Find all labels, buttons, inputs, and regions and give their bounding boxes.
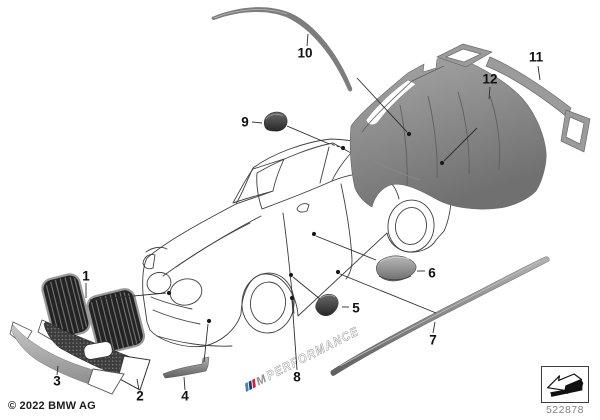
car-b-pillar-line — [319, 146, 330, 184]
mount-point-dots — [166, 131, 445, 324]
part-9-cover-cap[interactable] — [264, 111, 288, 132]
callout-6[interactable]: 6 — [428, 265, 436, 281]
decal-performance-text: PERFORMANCE — [264, 324, 361, 383]
part-6-mirror-cap[interactable] — [376, 255, 417, 282]
callout-7[interactable]: 7 — [429, 332, 437, 348]
car-door-shutline-rear — [340, 183, 353, 280]
part-3-front-splitter[interactable] — [9, 321, 125, 395]
car-headlight-upper — [145, 246, 168, 253]
car-mirror-stub — [296, 203, 310, 213]
callout-2[interactable]: 2 — [136, 388, 144, 404]
car-cowl-line — [235, 190, 274, 205]
callout-1[interactable]: 1 — [82, 268, 90, 284]
part-5-side-gill[interactable] — [315, 294, 339, 317]
part-7-side-skirt-blade[interactable] — [330, 256, 550, 376]
callout-4[interactable]: 4 — [181, 388, 189, 404]
direction-arrow-icon — [547, 373, 584, 397]
car-bumper-lip-line — [156, 335, 233, 347]
car-door-shutline-front — [282, 212, 295, 314]
callout-12[interactable]: 12 — [482, 71, 498, 87]
m-stripe-blue — [245, 382, 249, 392]
car-bumper-line-1 — [150, 296, 193, 310]
part-1-kidney-grille[interactable] — [40, 272, 146, 355]
part-2-lower-mesh-grille[interactable] — [37, 319, 151, 391]
car-windshield — [232, 158, 285, 204]
leader-lines — [56, 33, 541, 391]
callout-11[interactable]: 11 — [528, 49, 544, 65]
diagram-thumbnail-button[interactable] — [541, 366, 589, 403]
callout-10[interactable]: 10 — [297, 45, 313, 61]
part-10-rear-spoiler-lip[interactable] — [211, 7, 353, 92]
car-rear-wheel — [387, 199, 435, 253]
diagram-number: 522878 — [545, 404, 585, 416]
callout-5[interactable]: 5 — [352, 300, 360, 316]
car-bumper-line-2 — [152, 309, 201, 325]
part-11-rear-trim-strip[interactable] — [436, 43, 591, 153]
callout-3[interactable]: 3 — [53, 373, 61, 389]
car-kidney-right — [169, 278, 203, 306]
callout-8[interactable]: 8 — [293, 369, 301, 385]
m-stripe-navy — [248, 380, 253, 391]
car-headlight — [142, 254, 156, 270]
car-front-wheel — [241, 272, 295, 334]
car-hood-crease-2 — [162, 222, 251, 277]
part-4-aero-flick[interactable] — [162, 356, 210, 379]
copyright-notice: © 2022 BMW AG — [8, 400, 96, 412]
callout-9[interactable]: 9 — [241, 114, 249, 130]
car-side-glass — [256, 142, 352, 210]
m-stripe-red — [252, 378, 256, 389]
